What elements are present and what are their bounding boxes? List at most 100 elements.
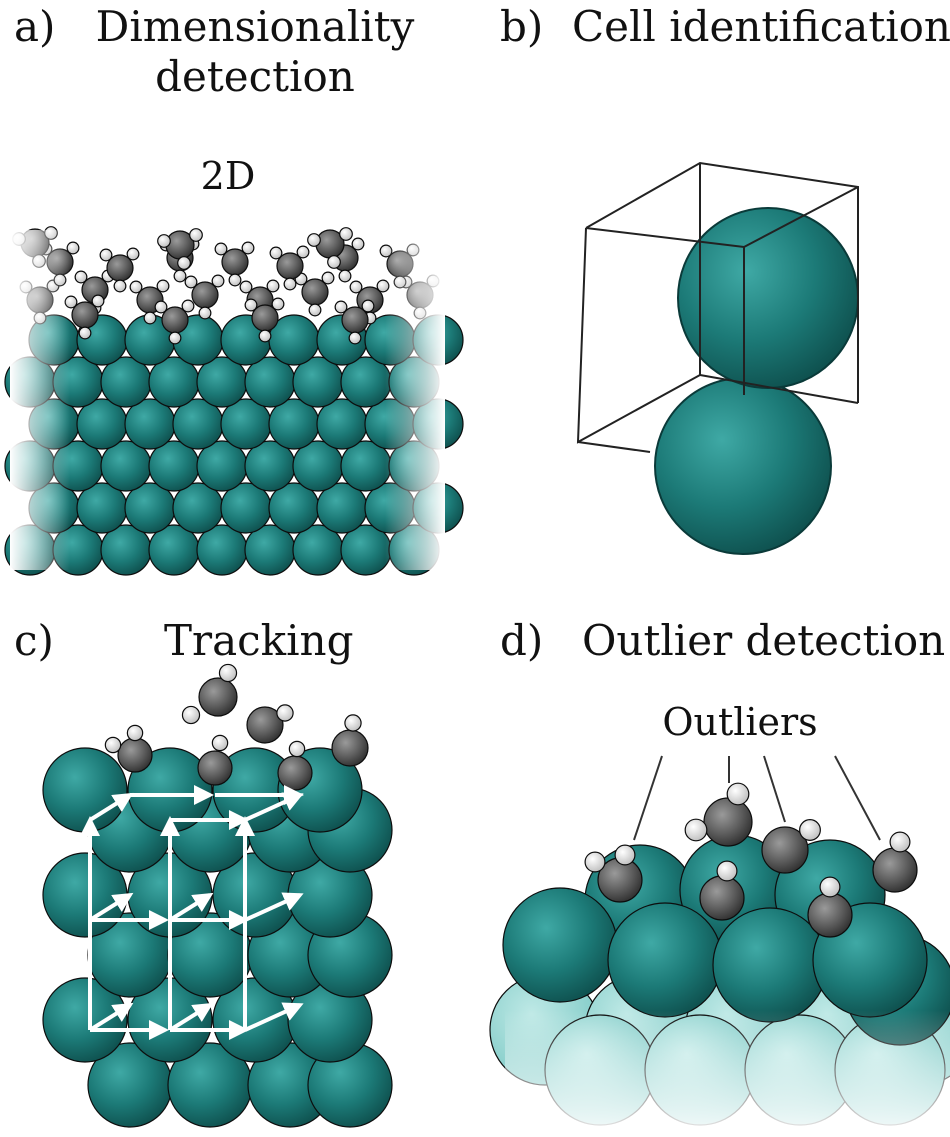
hydrogen-atom bbox=[74, 270, 88, 284]
hydrogen-atom bbox=[156, 279, 170, 293]
adsorbate-molecule bbox=[294, 271, 335, 317]
hydrogen-atom bbox=[168, 331, 182, 345]
hydrogen-atom bbox=[241, 241, 255, 255]
adsorbate-molecule bbox=[269, 245, 310, 291]
hydrogen-atom bbox=[104, 736, 122, 754]
hydrogen-atom bbox=[269, 246, 283, 260]
hydrogen-atom bbox=[126, 724, 144, 742]
unit-cell-box bbox=[576, 161, 859, 453]
hydrogen-atom bbox=[99, 248, 113, 262]
hydrogen-atom bbox=[244, 298, 258, 312]
adsorbate-molecule bbox=[99, 247, 140, 293]
hydrogen-atom bbox=[258, 329, 272, 343]
hydrogen-atom bbox=[271, 297, 285, 311]
hydrogen-atom bbox=[614, 844, 636, 866]
metal-atom bbox=[607, 902, 723, 1018]
hydrogen-atom bbox=[91, 294, 105, 308]
panel-c-title: Tracking bbox=[164, 616, 354, 665]
panel-c-letter: c) bbox=[14, 616, 54, 665]
carbon-atom bbox=[277, 755, 313, 791]
tracking-arrow bbox=[168, 1002, 214, 1032]
hydrogen-atom bbox=[181, 299, 195, 313]
hydrogen-atom bbox=[288, 740, 306, 758]
adsorbate-molecule bbox=[104, 724, 153, 773]
adsorbate-molecule bbox=[331, 714, 369, 767]
hydrogen-atom bbox=[344, 714, 362, 732]
hydrogen-atom bbox=[218, 663, 238, 683]
tracking-arrow bbox=[244, 892, 304, 922]
hydrogen-atom bbox=[361, 299, 375, 313]
adsorbate-molecule bbox=[157, 228, 203, 270]
carbon-atom bbox=[872, 847, 918, 893]
hydrogen-atom bbox=[143, 311, 157, 325]
hydrogen-atom bbox=[184, 275, 198, 289]
hydrogen-atom bbox=[211, 734, 229, 752]
carbon-atom bbox=[699, 875, 745, 921]
panel-d-letter: d) bbox=[500, 616, 544, 665]
hydrogen-atom bbox=[239, 280, 253, 294]
hydrogen-atom bbox=[154, 300, 168, 314]
hydrogen-atom bbox=[129, 280, 143, 294]
hydrogen-atom bbox=[799, 819, 821, 841]
panel-d-fade-bottom bbox=[505, 1010, 950, 1137]
tracking-arrow bbox=[88, 892, 134, 922]
adsorbate-molecule bbox=[214, 241, 255, 287]
panel-d-title: Outlier detection bbox=[582, 616, 946, 665]
hydrogen-atom bbox=[726, 782, 750, 806]
outlier-molecule bbox=[807, 876, 853, 938]
hydrogen-atom bbox=[684, 818, 708, 842]
hydrogen-atom bbox=[351, 237, 365, 251]
panel-b-letter: b) bbox=[500, 2, 544, 51]
hydrogen-atom bbox=[228, 273, 242, 287]
hydrogen-atom bbox=[327, 255, 341, 269]
hydrogen-atom bbox=[198, 306, 212, 320]
outlier-pointer-lines bbox=[633, 755, 881, 841]
adsorbate-molecule bbox=[246, 704, 294, 744]
panel-b-title: Cell identification bbox=[572, 2, 950, 51]
hydrogen-atom bbox=[296, 245, 310, 259]
carbon-atom bbox=[331, 729, 369, 767]
outlier-molecule bbox=[761, 819, 821, 874]
carbon-atom bbox=[761, 826, 809, 874]
adsorbate-molecule bbox=[154, 299, 195, 345]
panel-a-title: Dimensionality detection bbox=[90, 2, 420, 102]
hydrogen-atom bbox=[348, 331, 362, 345]
tracking-arrow bbox=[168, 892, 214, 922]
outlier-molecule bbox=[872, 831, 918, 893]
carbon-atom bbox=[246, 706, 284, 744]
metal-atom bbox=[42, 747, 128, 833]
carbon-atom bbox=[198, 677, 238, 717]
tracking-arrow bbox=[88, 1002, 134, 1032]
adsorbate-molecule bbox=[197, 734, 233, 786]
hydrogen-atom bbox=[819, 876, 841, 898]
panel-a-title-line2: detection bbox=[155, 52, 355, 101]
adsorbate-molecule bbox=[181, 663, 238, 725]
carbon-atom bbox=[807, 892, 853, 938]
hydrogen-atom bbox=[276, 704, 294, 722]
hydrogen-atom bbox=[214, 242, 228, 256]
outlier-molecule bbox=[684, 782, 753, 847]
carbon-atom bbox=[703, 797, 753, 847]
panel-d-outliers-tag: Outliers bbox=[662, 700, 818, 744]
panel-a-dimension-tag: 2D bbox=[200, 154, 256, 198]
panel-a-fade-left bbox=[10, 230, 70, 570]
adsorbate-molecule bbox=[184, 274, 225, 320]
adsorbate-molecule bbox=[334, 299, 375, 345]
hydrogen-atom bbox=[126, 247, 140, 261]
hydrogen-atom bbox=[321, 271, 335, 285]
hydrogen-atom bbox=[716, 860, 738, 882]
hydrogen-atom bbox=[189, 228, 203, 242]
outlier-molecule bbox=[584, 844, 643, 903]
hydrogen-atom bbox=[157, 234, 171, 248]
metal-atom bbox=[502, 887, 618, 1003]
hydrogen-atom bbox=[889, 831, 911, 853]
adsorbate-molecule bbox=[244, 297, 285, 343]
adsorbate-molecule bbox=[307, 227, 353, 269]
panel-c-adsorbates bbox=[104, 663, 369, 791]
hydrogen-atom bbox=[338, 269, 352, 283]
panel-c-slab bbox=[42, 747, 393, 1128]
hydrogen-atom bbox=[173, 269, 187, 283]
carbon-atom bbox=[117, 737, 153, 773]
tracking-arrow bbox=[244, 1002, 304, 1032]
